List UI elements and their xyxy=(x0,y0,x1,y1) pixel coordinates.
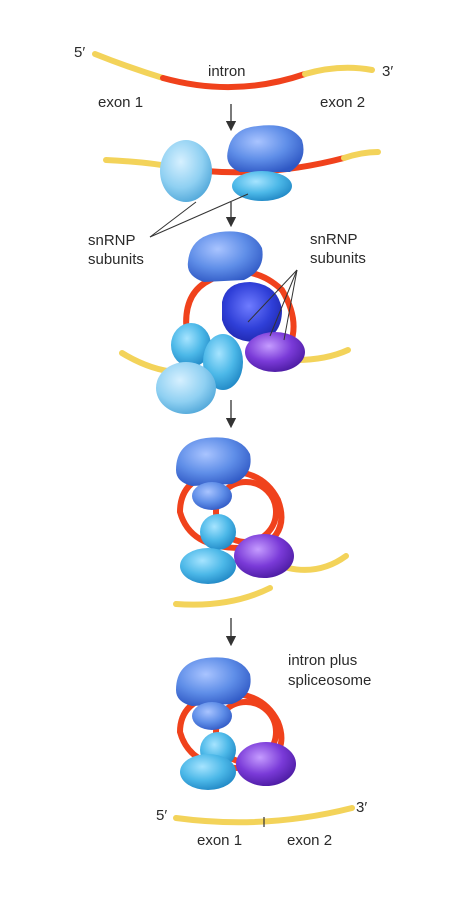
five-prime-label: 5′ xyxy=(156,807,167,824)
spliceosome-label-line2: spliceosome xyxy=(288,672,371,689)
exon1-label: exon 1 xyxy=(98,94,143,111)
snrnp-label-line2: subunits xyxy=(310,250,366,267)
snrnp-light-blue xyxy=(156,362,216,414)
snrnp-cyan-left xyxy=(180,548,236,584)
snrnp-cyan-left xyxy=(171,323,211,367)
snrnp-mid-blue-top xyxy=(176,657,251,706)
snrnp-cyan-center xyxy=(203,334,243,390)
exon2-strand xyxy=(285,553,349,573)
three-prime-label: 3′ xyxy=(382,63,393,80)
step1-premrna: 5′ 3′ intron exon 1 exon 2 xyxy=(74,44,393,111)
pointer xyxy=(149,201,197,238)
exon2-strand xyxy=(341,149,381,161)
snrnp-label-line2: subunits xyxy=(88,251,144,268)
five-prime-label: 5′ xyxy=(74,44,85,61)
snrnp-purple xyxy=(234,534,294,578)
snrnp-label-line1: snRNP xyxy=(310,231,358,248)
snrnp-label-line1: snRNP xyxy=(88,232,136,249)
exon1-label: exon 1 xyxy=(197,832,242,849)
snrnp-cyan-center xyxy=(200,514,236,550)
snrnp-mid-blue-small xyxy=(192,702,232,730)
snrnp-cyan-left xyxy=(180,754,236,790)
pointer xyxy=(283,269,298,341)
exon2-label: exon 2 xyxy=(320,94,365,111)
exon2-label: exon 2 xyxy=(287,832,332,849)
snrnp-mid-blue xyxy=(227,125,304,172)
pointer xyxy=(149,193,249,238)
intron-strand xyxy=(160,71,308,91)
snrnp-mid-blue-small xyxy=(192,482,232,510)
snrnp-light-blue xyxy=(160,140,212,202)
snrnp-mid-blue-top xyxy=(176,437,251,486)
spliceosome-label-line1: intron plus xyxy=(288,652,357,669)
step3-spliceosome-assembly: snRNP subunits xyxy=(119,231,366,414)
pointer xyxy=(269,269,298,337)
snrnp-dark-blue xyxy=(222,282,282,342)
exon1-strand xyxy=(173,585,273,608)
snrnp-mid-blue-top xyxy=(187,231,263,282)
snrnp-purple xyxy=(236,742,296,786)
pointer xyxy=(247,269,298,323)
step5-products: intron plus spliceosome 5′ 3′ exon 1 exo… xyxy=(156,652,371,849)
exon1-strand xyxy=(92,51,166,81)
step2-snrnp-binding: snRNP subunits xyxy=(88,125,381,268)
snrnp-small-blue xyxy=(232,171,292,201)
exon2-strand xyxy=(302,64,375,77)
step4-lariat-formation xyxy=(173,437,349,608)
snrnp-purple xyxy=(245,332,305,372)
three-prime-label: 3′ xyxy=(356,799,367,816)
intron-label: intron xyxy=(208,63,246,80)
